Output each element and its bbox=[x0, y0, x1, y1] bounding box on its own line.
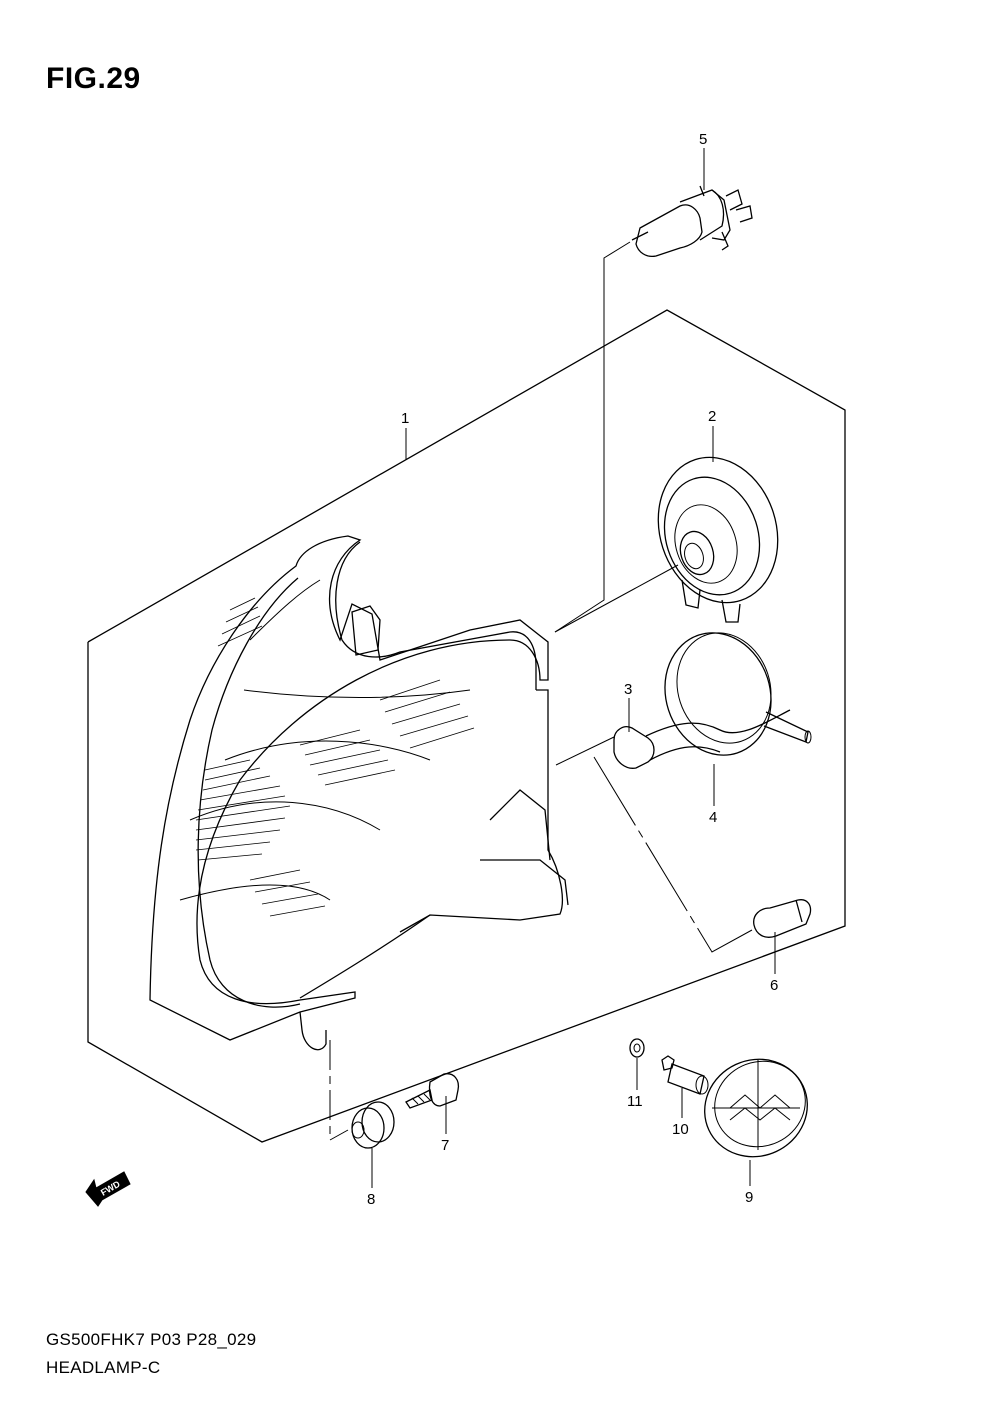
callout-10: 10 bbox=[672, 1121, 689, 1138]
leader-socket-2 bbox=[554, 564, 679, 633]
callout-2: 2 bbox=[708, 408, 716, 425]
callout-leaders bbox=[371, 148, 776, 1188]
spacer bbox=[661, 1055, 709, 1095]
socket-harness bbox=[613, 632, 812, 769]
leader-bulb-6 bbox=[593, 756, 753, 953]
position-bulb bbox=[753, 899, 812, 938]
callout-11: 11 bbox=[627, 1093, 643, 1110]
callout-5: 5 bbox=[699, 131, 707, 148]
reflector-cap bbox=[704, 1058, 808, 1158]
figure-title: FIG.29 bbox=[46, 62, 141, 95]
leader-fastener-8b bbox=[329, 1129, 349, 1141]
headlamp-bulb bbox=[631, 185, 753, 258]
callout-7: 7 bbox=[441, 1137, 449, 1154]
model-code: GS500FHK7 P03 P28_029 bbox=[46, 1330, 257, 1349]
callout-8: 8 bbox=[367, 1191, 375, 1208]
headlamp-housing bbox=[149, 535, 569, 1051]
forward-direction-arrow-icon: FWD bbox=[85, 1171, 131, 1207]
callout-1: 1 bbox=[401, 410, 409, 427]
callout-4: 4 bbox=[709, 809, 717, 826]
leader-bulb-5 bbox=[554, 241, 631, 633]
reflector-hatching bbox=[195, 597, 475, 917]
callout-3: 3 bbox=[624, 681, 632, 698]
assembly-frame bbox=[87, 309, 846, 1143]
callout-9: 9 bbox=[745, 1189, 753, 1206]
section-name: HEADLAMP-C bbox=[46, 1358, 161, 1377]
washer bbox=[629, 1038, 645, 1058]
grommet bbox=[351, 1101, 395, 1149]
leader-socket-3 bbox=[555, 736, 615, 766]
callout-6: 6 bbox=[770, 977, 778, 994]
screw bbox=[405, 1073, 460, 1109]
socket-cover bbox=[657, 456, 779, 623]
